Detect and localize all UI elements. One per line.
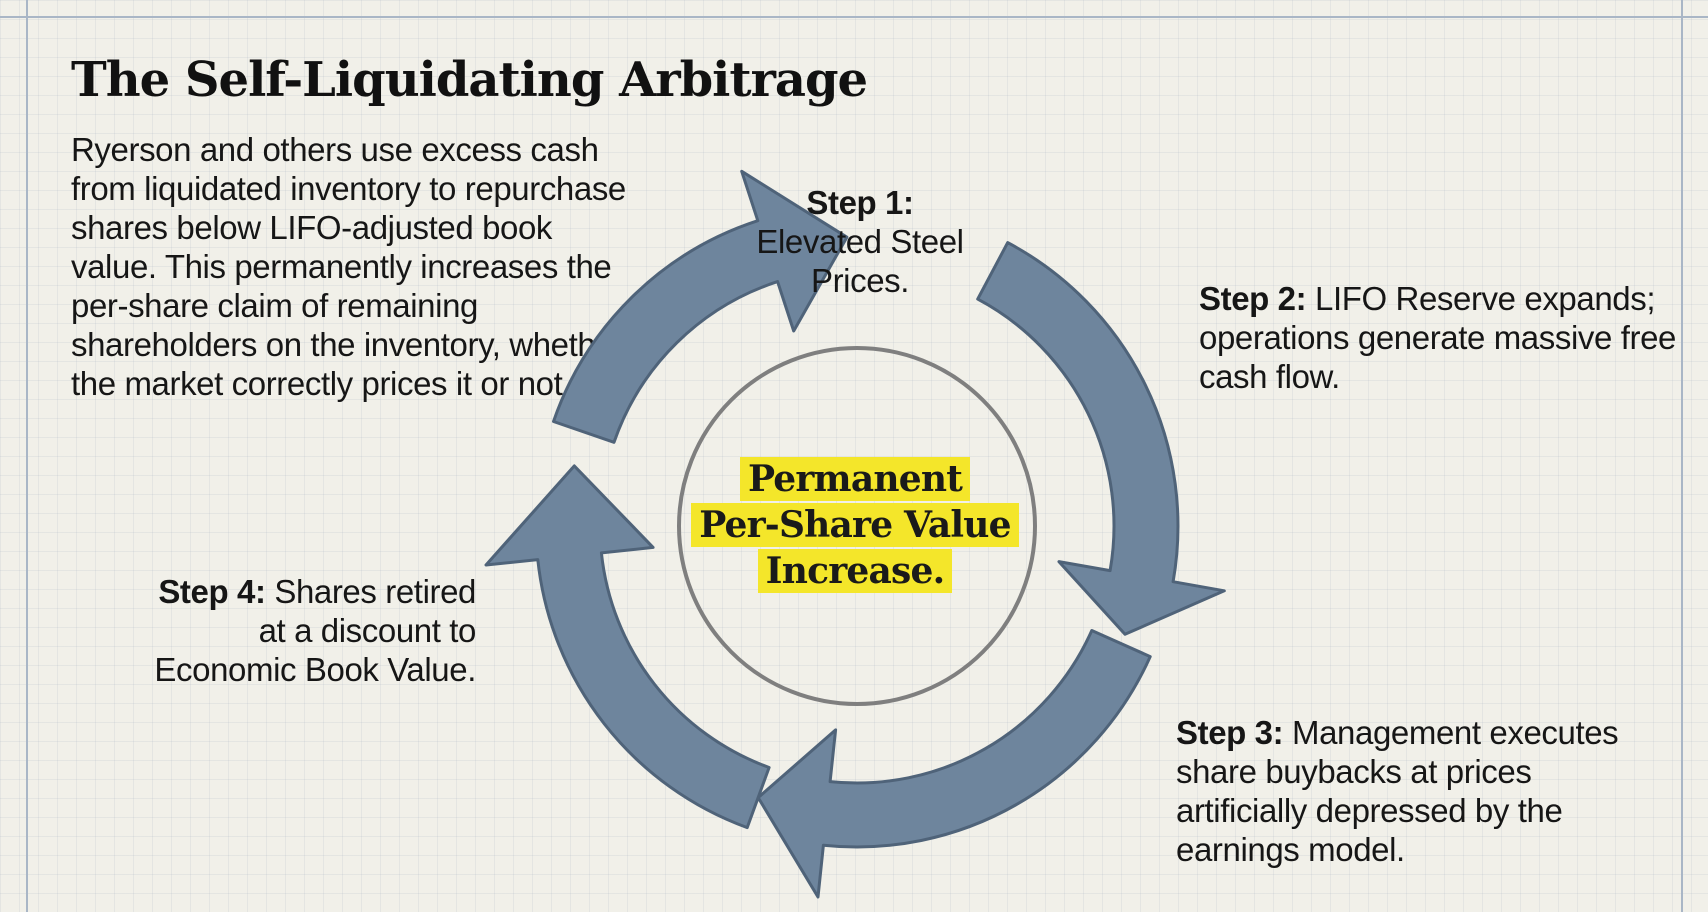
step-1-title: Step 1: [806,184,914,221]
cycle-arrow-3-icon [484,464,771,830]
center-label-line-1: Permanent [739,457,971,501]
cycle-arrows [484,169,1226,899]
center-ring [677,346,1037,706]
step-1-label: Step 1: Elevated Steel Prices. [740,183,980,300]
step-4-text: Shares retired at a discount to Economic… [154,573,476,688]
step-3-label: Step 3: Management executes share buybac… [1176,713,1656,869]
step-1-text: Elevated Steel Prices. [756,223,964,299]
center-label: Permanent Per-Share Value Increase. [690,456,1020,594]
intro-paragraph: Ryerson and others use excess cash from … [71,131,626,402]
step-3-text: Management executes share buybacks at pr… [1176,714,1619,868]
step-2-label: Step 2: LIFO Reserve expands; operations… [1199,279,1679,396]
frame-left-line [26,0,28,912]
frame-top-line [0,16,1708,18]
page-title: The Self-Liquidating Arbitrage [71,52,868,108]
center-label-line-2: Per-Share Value [691,503,1019,547]
cycle-arrow-4-icon [552,169,849,444]
step-4-label: Step 4: Shares retired at a discount to … [140,572,476,689]
center-label-line-3: Increase. [757,549,953,593]
step-2-text: LIFO Reserve expands; operations generat… [1199,280,1676,395]
step-4-title: Step 4: [158,573,266,610]
frame-right-line [1681,0,1683,912]
cycle-arrow-1-icon [976,241,1226,636]
cycle-arrow-2-icon [756,629,1152,899]
step-2-title: Step 2: [1199,280,1307,317]
step-3-title: Step 3: [1176,714,1284,751]
